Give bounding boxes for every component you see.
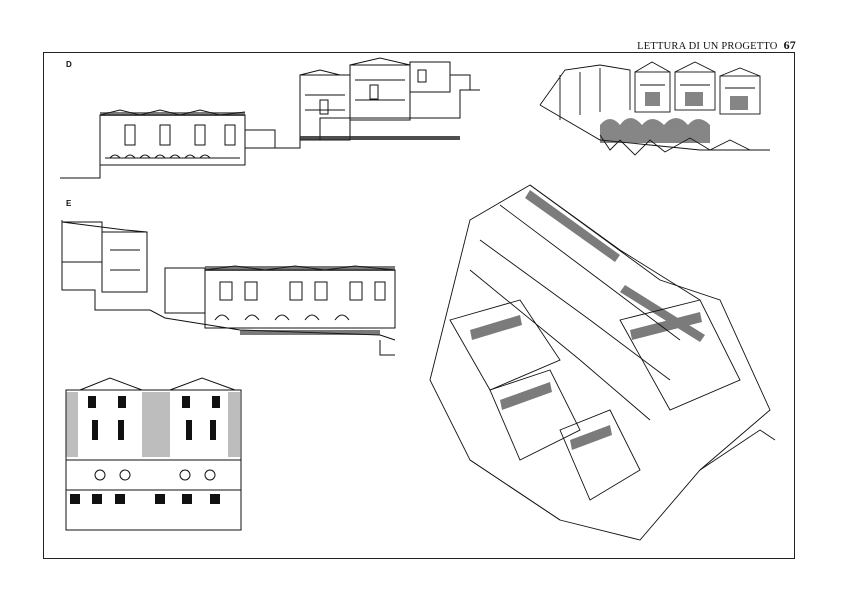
page-number: 67 bbox=[783, 38, 796, 52]
section-d-label: D bbox=[66, 60, 72, 69]
figure-frame bbox=[43, 52, 795, 559]
running-title: LETTURA DI UN PROGETTO bbox=[637, 41, 778, 52]
section-e-label: E bbox=[66, 199, 72, 208]
running-header: LETTURA DI UN PROGETTO 67 bbox=[637, 38, 796, 53]
